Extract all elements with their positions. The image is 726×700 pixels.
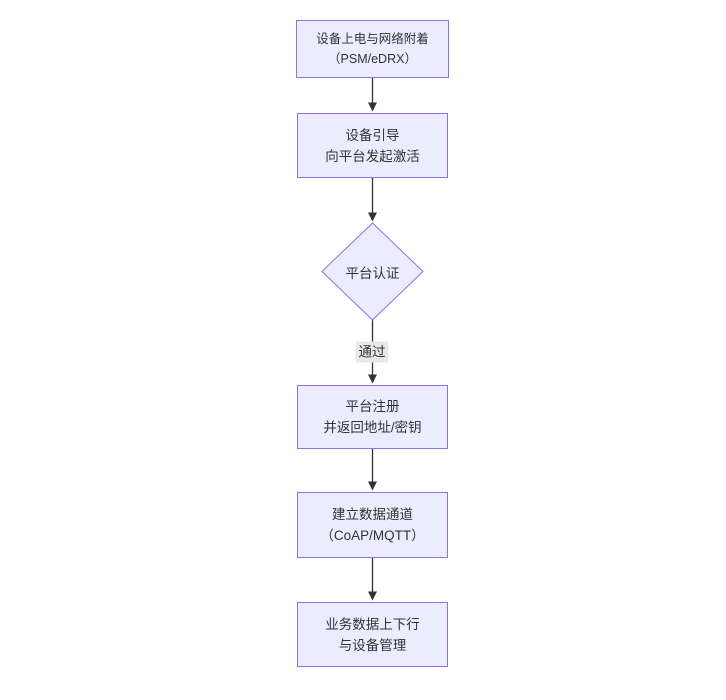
node-text-line: （CoAP/MQTT） <box>320 528 425 543</box>
node-text-line: （PSM/eDRX） <box>328 52 417 66</box>
node-text-line: 设备上电与网络附着 <box>316 32 429 46</box>
node-text-line: 并返回地址/密钥 <box>323 420 422 435</box>
flow-node-power-attach: 设备上电与网络附着 （PSM/eDRX） <box>296 20 449 78</box>
edge-label-text: 通过 <box>358 344 386 360</box>
flow-node-platform-register: 平台注册 并返回地址/密钥 <box>297 385 448 449</box>
node-text-line: 向平台发起激活 <box>325 148 420 164</box>
node-text-line: 与设备管理 <box>338 637 407 653</box>
edge-label-pass: 通过 <box>355 341 389 363</box>
node-text-line: 设备引导 <box>345 127 400 143</box>
flow-node-device-boot: 设备引导 向平台发起激活 <box>297 113 448 178</box>
node-text-line: 平台注册 <box>345 399 400 414</box>
flow-node-business-data: 业务数据上下行 与设备管理 <box>297 602 448 667</box>
node-text-line: 建立数据通道 <box>332 507 413 522</box>
flow-node-data-channel: 建立数据通道 （CoAP/MQTT） <box>297 492 448 558</box>
node-text-line: 业务数据上下行 <box>325 616 420 632</box>
decision-diamond-shape <box>321 222 424 321</box>
